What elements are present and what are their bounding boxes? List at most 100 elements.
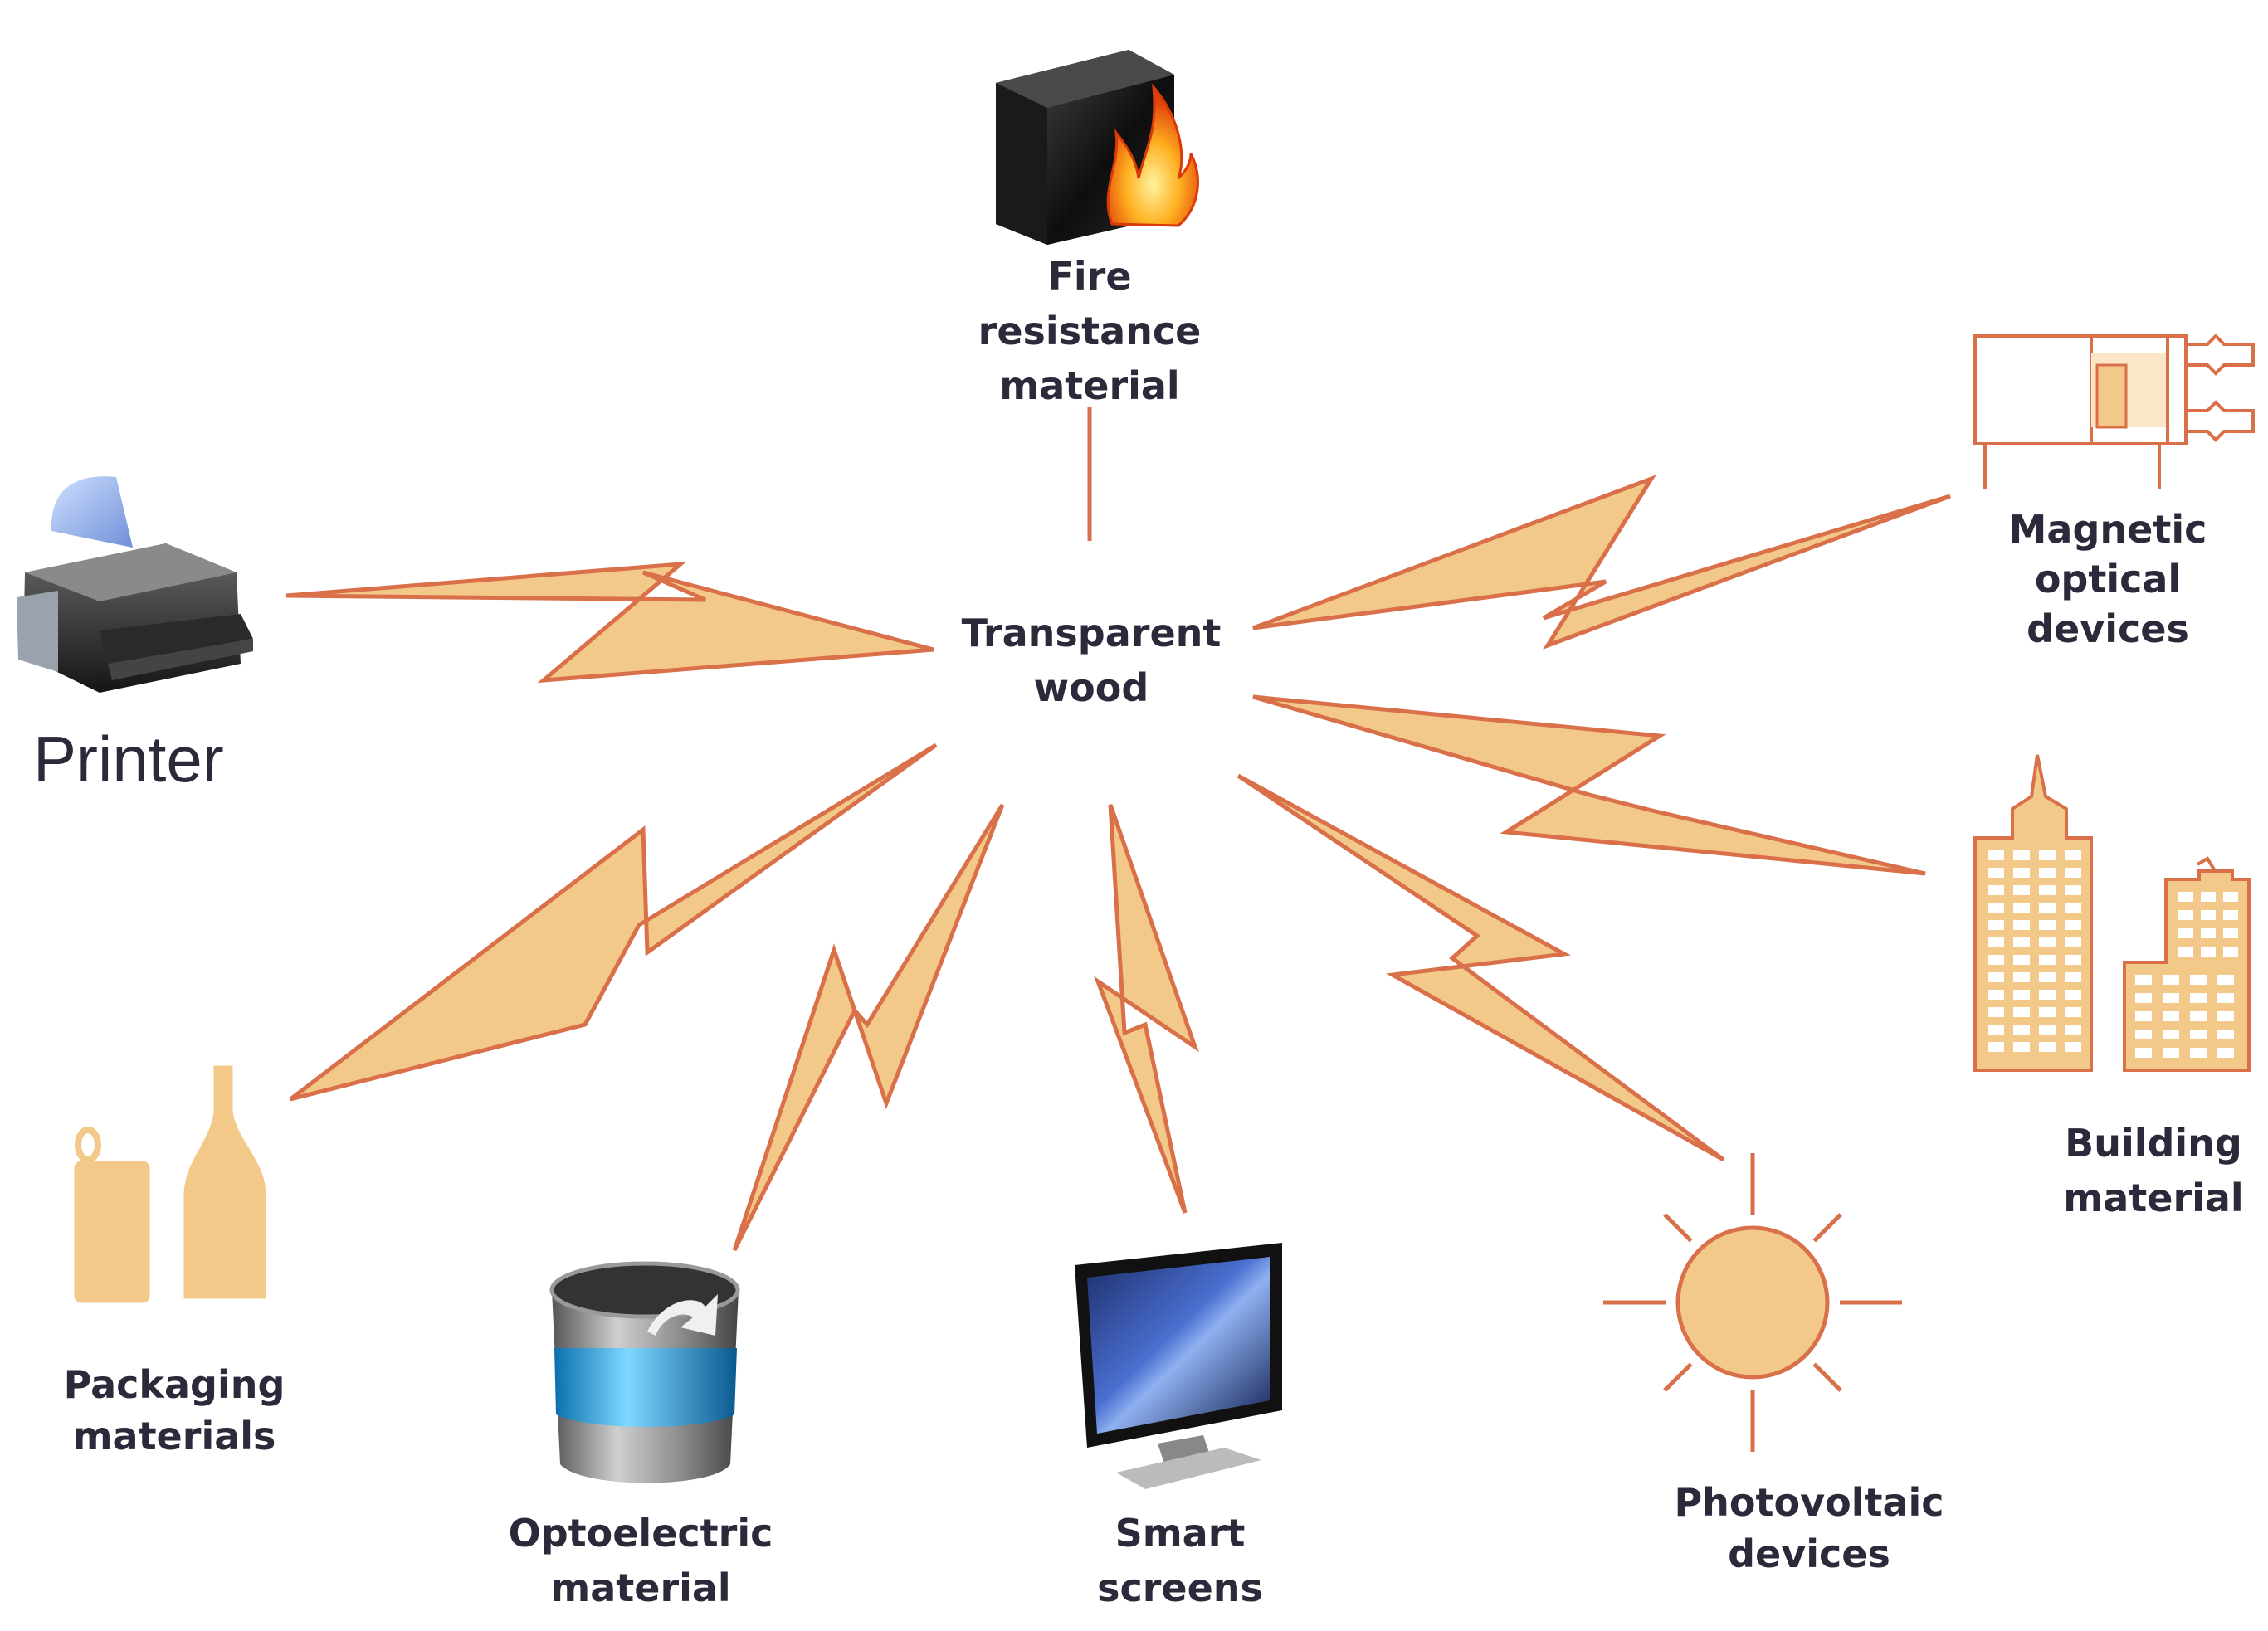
building-window xyxy=(2163,1030,2179,1039)
magnetic-label-line3: devices xyxy=(2027,606,2189,651)
building-window xyxy=(2217,1048,2234,1058)
optoelectric-label-line1: Optoelectric xyxy=(508,1511,773,1556)
sun-ray xyxy=(1812,1362,1842,1392)
building-window xyxy=(1988,1007,2004,1017)
building-window xyxy=(2039,885,2056,895)
building-label: Building material xyxy=(1988,1116,2268,1225)
smart-label: Smart screens xyxy=(1014,1506,1346,1615)
bolt-optoelectric xyxy=(732,803,1005,1252)
building-window xyxy=(2039,955,2056,965)
smart-label-line2: screens xyxy=(1097,1565,1263,1610)
building-window xyxy=(2135,1030,2152,1039)
building-window xyxy=(1988,920,2004,930)
magnetic-label: Magnetic optical devices xyxy=(1942,504,2268,654)
bolt-building xyxy=(1252,694,1926,876)
building-window xyxy=(2163,1048,2179,1058)
fire-label-line3: material xyxy=(999,363,1180,408)
building-window xyxy=(2223,947,2238,957)
magnetic-label-line1: Magnetic xyxy=(2008,507,2207,552)
building-window xyxy=(1988,1025,2004,1035)
printer-label: Printer xyxy=(33,723,224,796)
building-window xyxy=(1988,850,2004,860)
building-window xyxy=(2190,1011,2207,1021)
building-window xyxy=(1988,990,2004,1000)
photovoltaic-label-line1: Photovoltaic xyxy=(1674,1480,1944,1525)
building-window xyxy=(2135,993,2152,1003)
building-window xyxy=(2065,937,2081,947)
building-window xyxy=(2163,1011,2179,1021)
fire-label-line1: Fire xyxy=(1047,254,1132,299)
building-window xyxy=(2190,975,2207,985)
building-window xyxy=(1988,1042,2004,1052)
photovoltaic-label-line2: devices xyxy=(1728,1531,1890,1576)
building-label-line2: material xyxy=(2063,1176,2244,1220)
building-window xyxy=(2065,1007,2081,1017)
building-window xyxy=(2201,947,2216,957)
building-window xyxy=(2178,892,2193,902)
bolt-packaging xyxy=(289,742,938,1102)
bolt-magnetic xyxy=(1252,475,1951,650)
building-window xyxy=(2065,1042,2081,1052)
sun-icon xyxy=(1603,1153,1902,1452)
building-window xyxy=(2065,850,2081,860)
bolt-connectors xyxy=(285,475,1951,1252)
building-window xyxy=(2013,1042,2030,1052)
building-window xyxy=(2065,1025,2081,1035)
building-window xyxy=(2217,993,2234,1003)
building-window xyxy=(2065,990,2081,1000)
building-window xyxy=(1988,868,2004,878)
building-window xyxy=(2039,850,2056,860)
monitor-icon xyxy=(1075,1243,1282,1489)
building-window xyxy=(2013,920,2030,930)
building-window xyxy=(2223,892,2238,902)
building-window xyxy=(2201,910,2216,920)
packaging-label: Packaging materials xyxy=(8,1359,340,1462)
bolt-printer xyxy=(285,561,934,684)
center-label-line2: wood xyxy=(1033,665,1149,710)
building-window xyxy=(2135,975,2152,985)
building-window xyxy=(2039,920,2056,930)
building-window xyxy=(2039,1025,2056,1035)
building-window xyxy=(2013,937,2030,947)
building-window xyxy=(2163,975,2179,985)
building-window xyxy=(2217,975,2234,985)
sun-ray xyxy=(1812,1213,1842,1243)
building-window xyxy=(2013,1025,2030,1035)
bottle-and-can-icon xyxy=(74,1065,266,1303)
building-window xyxy=(2039,1007,2056,1017)
building-window xyxy=(2178,928,2193,938)
building-window xyxy=(2178,947,2193,957)
bolt-photovoltaic xyxy=(1236,773,1725,1162)
building-window xyxy=(2013,1007,2030,1017)
building-window xyxy=(1988,972,2004,982)
building-window xyxy=(2178,910,2193,920)
building-window xyxy=(2065,972,2081,982)
building-window xyxy=(2201,892,2216,902)
building-window xyxy=(2135,1048,2152,1058)
packaging-label-line2: materials xyxy=(72,1414,276,1458)
building-window xyxy=(1988,955,2004,965)
bolt-smart xyxy=(1093,804,1199,1214)
center-label-line1: Transparent xyxy=(961,611,1222,655)
building-window xyxy=(2201,928,2216,938)
building-window xyxy=(2013,955,2030,965)
building-window xyxy=(2190,993,2207,1003)
photovoltaic-label: Photovoltaic devices xyxy=(1643,1477,1975,1580)
building-window xyxy=(2039,1042,2056,1052)
building-window xyxy=(2217,1011,2234,1021)
building-window xyxy=(2039,972,2056,982)
building-window xyxy=(2013,990,2030,1000)
building-window xyxy=(2039,990,2056,1000)
magnetic-label-line2: optical xyxy=(2034,557,2182,601)
building-window xyxy=(2065,885,2081,895)
building-window xyxy=(2190,1030,2207,1039)
fire-label-line2: resistance xyxy=(978,309,1202,353)
building-window xyxy=(1988,885,2004,895)
building-window xyxy=(1988,903,2004,913)
building-label-line1: Building xyxy=(2065,1121,2242,1166)
fire-label: Fire resistance material xyxy=(924,249,1256,413)
building-window xyxy=(2065,868,2081,878)
building-window xyxy=(2013,885,2030,895)
building-window xyxy=(2065,920,2081,930)
